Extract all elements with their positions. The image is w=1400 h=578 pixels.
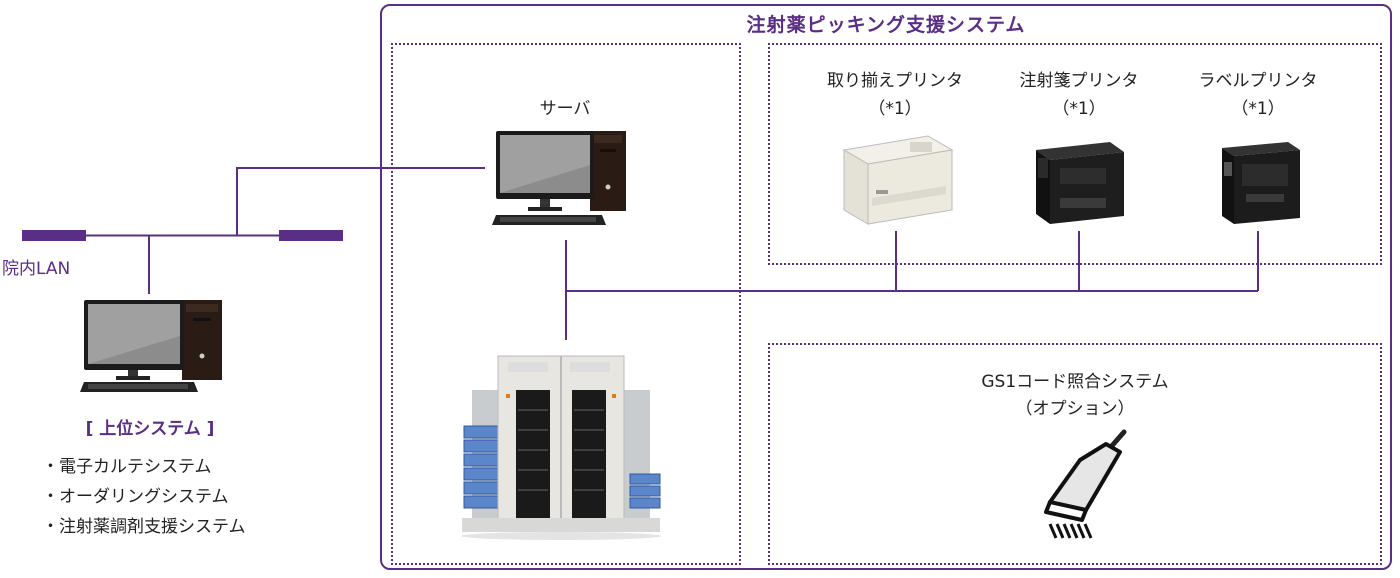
label-printer-image: [1222, 142, 1300, 224]
upper-system-list: ・電子カルテシステム ・オーダリングシステム ・注射薬調剤支援システム: [42, 452, 246, 542]
gs1-label: GS1コード照合システム: [981, 372, 1169, 392]
list-item: ・電子カルテシステム: [42, 457, 212, 477]
gs1-area-frame: [768, 343, 1382, 565]
printer-note-1: （*1）: [868, 99, 922, 119]
printer-area-frame: [768, 43, 1382, 265]
list-item: ・注射薬調剤支援システム: [42, 517, 246, 537]
system-frame: [380, 4, 1392, 570]
picking-machine-image: [461, 355, 661, 540]
upper-system-label: [ 上位システム ]: [85, 419, 215, 439]
lan-bar-left: [22, 230, 86, 241]
upper-system-computer-icon: [80, 300, 222, 392]
server-label: サーバ: [539, 99, 591, 119]
prescription-printer-image: [1036, 142, 1124, 224]
system-title: 注射薬ピッキング支援システム: [746, 14, 1026, 36]
printer-label-3: ラベルプリンタ: [1198, 71, 1318, 91]
gs1-note: （オプション）: [1015, 399, 1135, 419]
list-item: ・オーダリングシステム: [42, 487, 229, 507]
printer-note-3: （*1）: [1231, 99, 1285, 119]
server-computer-icon: [492, 131, 626, 225]
printer-note-2: （*1）: [1052, 99, 1106, 119]
sorting-printer-image: [842, 135, 954, 225]
lan-bar-right: [279, 230, 343, 241]
lan-label: 院内LAN: [2, 259, 71, 279]
barcode-scanner-icon: [1044, 429, 1127, 539]
printer-label-2: 注射箋プリンタ: [1019, 71, 1139, 91]
lan-to-server: [236, 167, 485, 235]
server-area-frame: [391, 43, 741, 565]
printer-label-1: 取り揃えプリンタ: [827, 71, 963, 91]
